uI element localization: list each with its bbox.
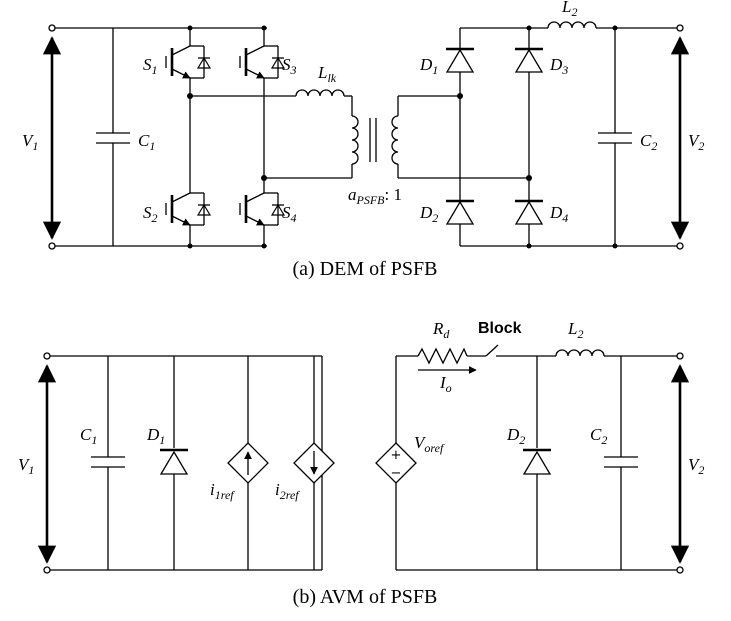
avm-d1-label: D1 xyxy=(146,425,165,447)
dem-d2-diode xyxy=(445,199,475,225)
dem-circuit: V1 C1 S1 S2 S3 S4 Llk aPSFB: 1 D1 D2 D3 … xyxy=(22,0,704,280)
dem-s2-igbt xyxy=(165,192,212,226)
avm-c2-capacitor xyxy=(604,356,638,570)
dem-s4-label: S4 xyxy=(282,203,297,225)
dem-v2-output xyxy=(670,24,690,250)
dem-ratio-label: aPSFB: 1 xyxy=(348,185,402,207)
dem-s3-igbt xyxy=(239,45,286,79)
avm-i2ref-source xyxy=(293,442,335,484)
avm-v1-source xyxy=(37,352,57,574)
dem-l2-inductor xyxy=(547,21,597,29)
avm-rd-resistor xyxy=(417,347,468,365)
avm-rd-label: Rd xyxy=(432,319,450,341)
avm-c1-capacitor xyxy=(91,356,125,570)
dem-d1-diode xyxy=(445,47,475,73)
caption-a: (a) DEM of PSFB xyxy=(292,258,437,280)
avm-block-switch xyxy=(485,344,556,357)
dem-d3-diode xyxy=(514,47,544,73)
avm-c1-label: C1 xyxy=(80,425,97,447)
avm-voref-plus: + xyxy=(391,448,402,463)
dem-v2-label: V2 xyxy=(688,131,704,153)
avm-voref-source: + − xyxy=(375,356,417,570)
dem-v1-label: V1 xyxy=(22,131,38,153)
dem-d1-label: D1 xyxy=(419,55,438,77)
dem-transformer-primary xyxy=(351,115,359,165)
avm-i1ref-label: i1ref xyxy=(210,480,235,502)
avm-voref-label: Voref xyxy=(414,433,445,455)
avm-circuit: + − xyxy=(18,319,704,608)
avm-block-label: Block xyxy=(478,320,522,337)
dem-s4-igbt xyxy=(239,192,286,226)
dem-s1-label: S1 xyxy=(143,55,158,77)
dem-d4-label: D4 xyxy=(549,203,568,225)
dem-c2-capacitor xyxy=(598,25,632,249)
dem-l2-label: L2 xyxy=(561,0,577,19)
dem-c1-label: C1 xyxy=(138,131,155,153)
avm-voref-minus: − xyxy=(391,466,402,481)
dem-s2-label: S2 xyxy=(143,203,158,225)
avm-d2-label: D2 xyxy=(506,425,525,447)
avm-io-label: Io xyxy=(439,373,452,395)
dem-d3-label: D3 xyxy=(549,55,568,77)
dem-c1-capacitor xyxy=(96,28,130,246)
caption-b: (b) AVM of PSFB xyxy=(293,586,438,608)
avm-d1-diode xyxy=(159,356,189,570)
avm-v2-label: V2 xyxy=(688,455,704,477)
dem-v1-source xyxy=(42,24,62,250)
dem-transformer-secondary xyxy=(391,115,399,165)
dem-s3-label: S3 xyxy=(282,55,297,77)
avm-l2-inductor xyxy=(555,349,605,357)
dem-s1-igbt xyxy=(165,45,212,79)
avm-i2ref-label: i2ref xyxy=(275,480,300,502)
dem-c2-label: C2 xyxy=(640,131,657,153)
dem-llk-label: Llk xyxy=(317,63,337,85)
avm-v1-label: V1 xyxy=(18,455,34,477)
avm-l2-label: L2 xyxy=(567,319,583,341)
avm-i1ref-source xyxy=(227,356,269,570)
dem-d4-diode xyxy=(514,199,544,225)
avm-v2-output xyxy=(670,352,690,574)
dem-llk-inductor xyxy=(295,89,345,97)
avm-c2-label: C2 xyxy=(590,425,607,447)
dem-d2-label: D2 xyxy=(419,203,438,225)
avm-d2-diode xyxy=(522,356,552,570)
